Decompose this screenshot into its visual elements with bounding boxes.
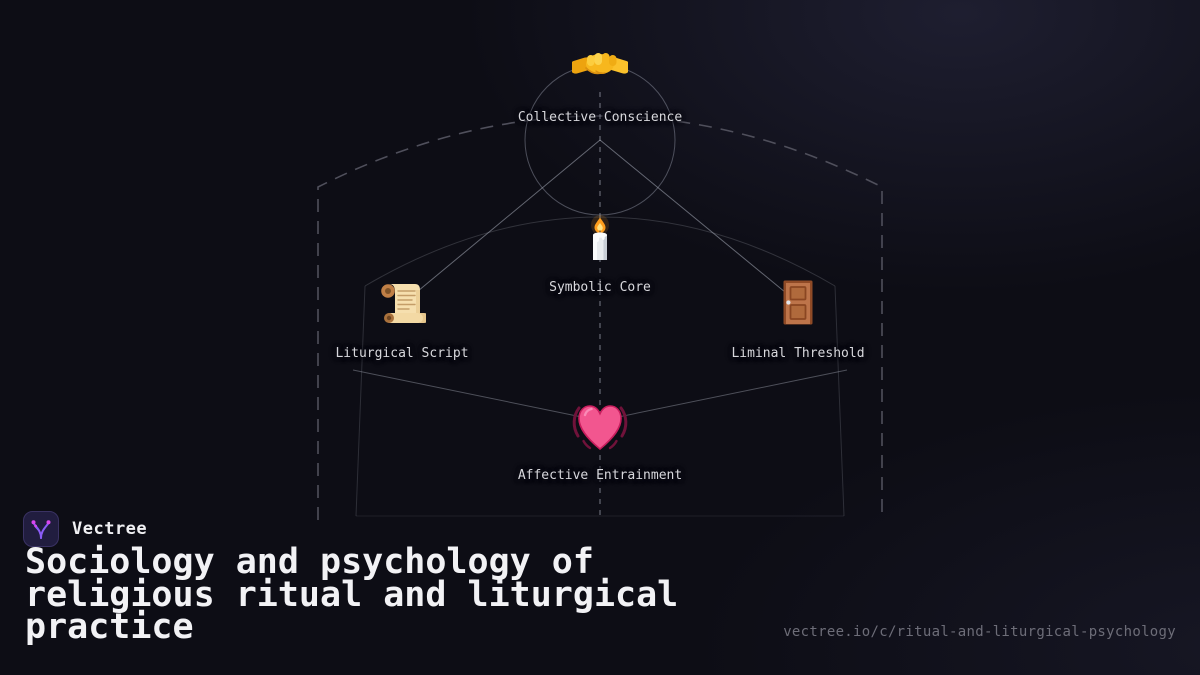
- node-label-liminal-threshold: Liminal Threshold: [731, 346, 865, 361]
- node-label-collective-conscience: Collective Conscience: [517, 110, 683, 125]
- brand: Vectree: [23, 511, 147, 547]
- scroll-icon: [378, 281, 429, 331]
- brand-name: Vectree: [72, 519, 148, 539]
- edge-conscience-script: [412, 139, 601, 296]
- beating-heart-icon: [571, 401, 629, 459]
- edge-threshold-heart: [588, 369, 848, 424]
- node-label-affective-entrainment: Affective Entrainment: [517, 468, 683, 483]
- frame-right-side: [834, 285, 845, 517]
- node-label-symbolic-core: Symbolic Core: [549, 280, 651, 295]
- edge-conscience-threshold: [599, 139, 792, 298]
- frame-left-side: [355, 285, 366, 517]
- footer-url: vectree.io/c/ritual-and-liturgical-psych…: [783, 624, 1176, 640]
- edge-script-heart: [352, 369, 612, 424]
- node-label-liturgical-script: Liturgical Script: [335, 346, 469, 361]
- page-title: Sociology and psychology of religious ri…: [25, 542, 679, 647]
- vectree-logo-icon: [23, 511, 59, 547]
- door-icon: [783, 280, 813, 330]
- handshake-icon: [569, 44, 631, 90]
- candle-icon: [586, 215, 614, 267]
